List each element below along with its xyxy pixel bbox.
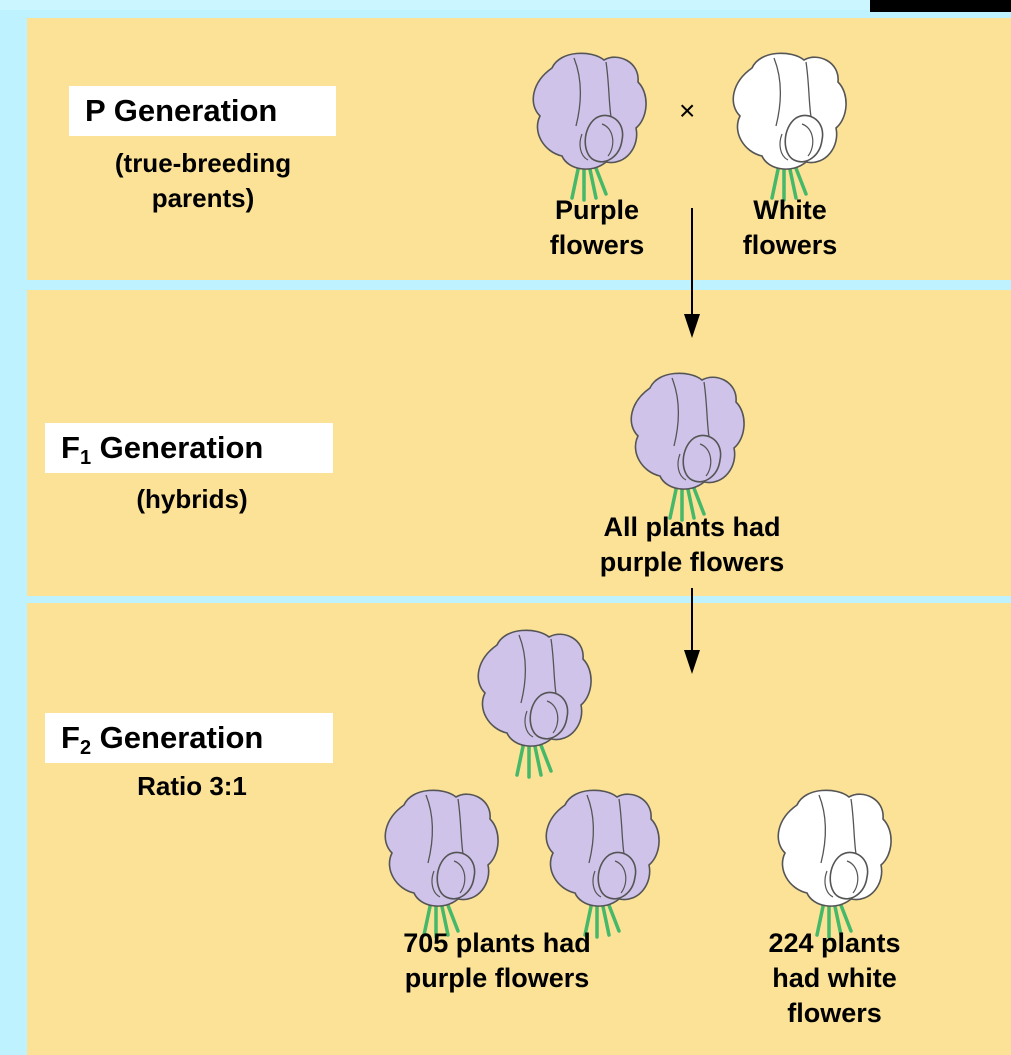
f2-purple-result-label: 705 plants had purple flowers xyxy=(402,926,592,996)
f2-purple-flower-left-icon xyxy=(374,785,514,945)
p-generation-title: P Generation xyxy=(69,86,336,136)
corner-bar xyxy=(870,0,1011,12)
f1-to-f2-arrow xyxy=(680,588,704,678)
p-generation-description: (true-breeding parents) xyxy=(67,146,339,216)
f1-result-label: All plants had purple flowers xyxy=(572,510,812,580)
f2-white-result-label: 224 plants had white flowers xyxy=(747,926,922,1031)
f2-purple-flower-right-icon xyxy=(535,785,675,945)
top-strip xyxy=(0,0,870,10)
f2-generation-title: F2 Generation xyxy=(45,713,333,763)
f2-purple-flower-top-icon xyxy=(467,625,607,785)
f2-generation-panel: F2 Generation Ratio 3:1 705 plants had p… xyxy=(27,603,1011,1055)
f1-generation-title: F1 Generation xyxy=(45,423,333,473)
purple-flowers-label: Purple flowers xyxy=(527,193,667,263)
f1-generation-panel: F1 Generation (hybrids) All plants had p… xyxy=(27,290,1011,596)
cross-symbol: × xyxy=(679,96,695,126)
purple-flower-icon xyxy=(522,48,662,208)
f1-generation-description: (hybrids) xyxy=(117,482,267,517)
f2-white-flower-icon xyxy=(767,785,907,945)
p-generation-panel: P Generation (true-breeding parents) × P… xyxy=(27,18,1011,280)
white-flower-icon xyxy=(722,48,862,208)
white-flowers-label: White flowers xyxy=(715,193,865,263)
p-to-f1-arrow xyxy=(680,208,704,340)
f1-purple-flower-icon xyxy=(620,368,760,528)
f2-ratio-label: Ratio 3:1 xyxy=(117,769,267,804)
